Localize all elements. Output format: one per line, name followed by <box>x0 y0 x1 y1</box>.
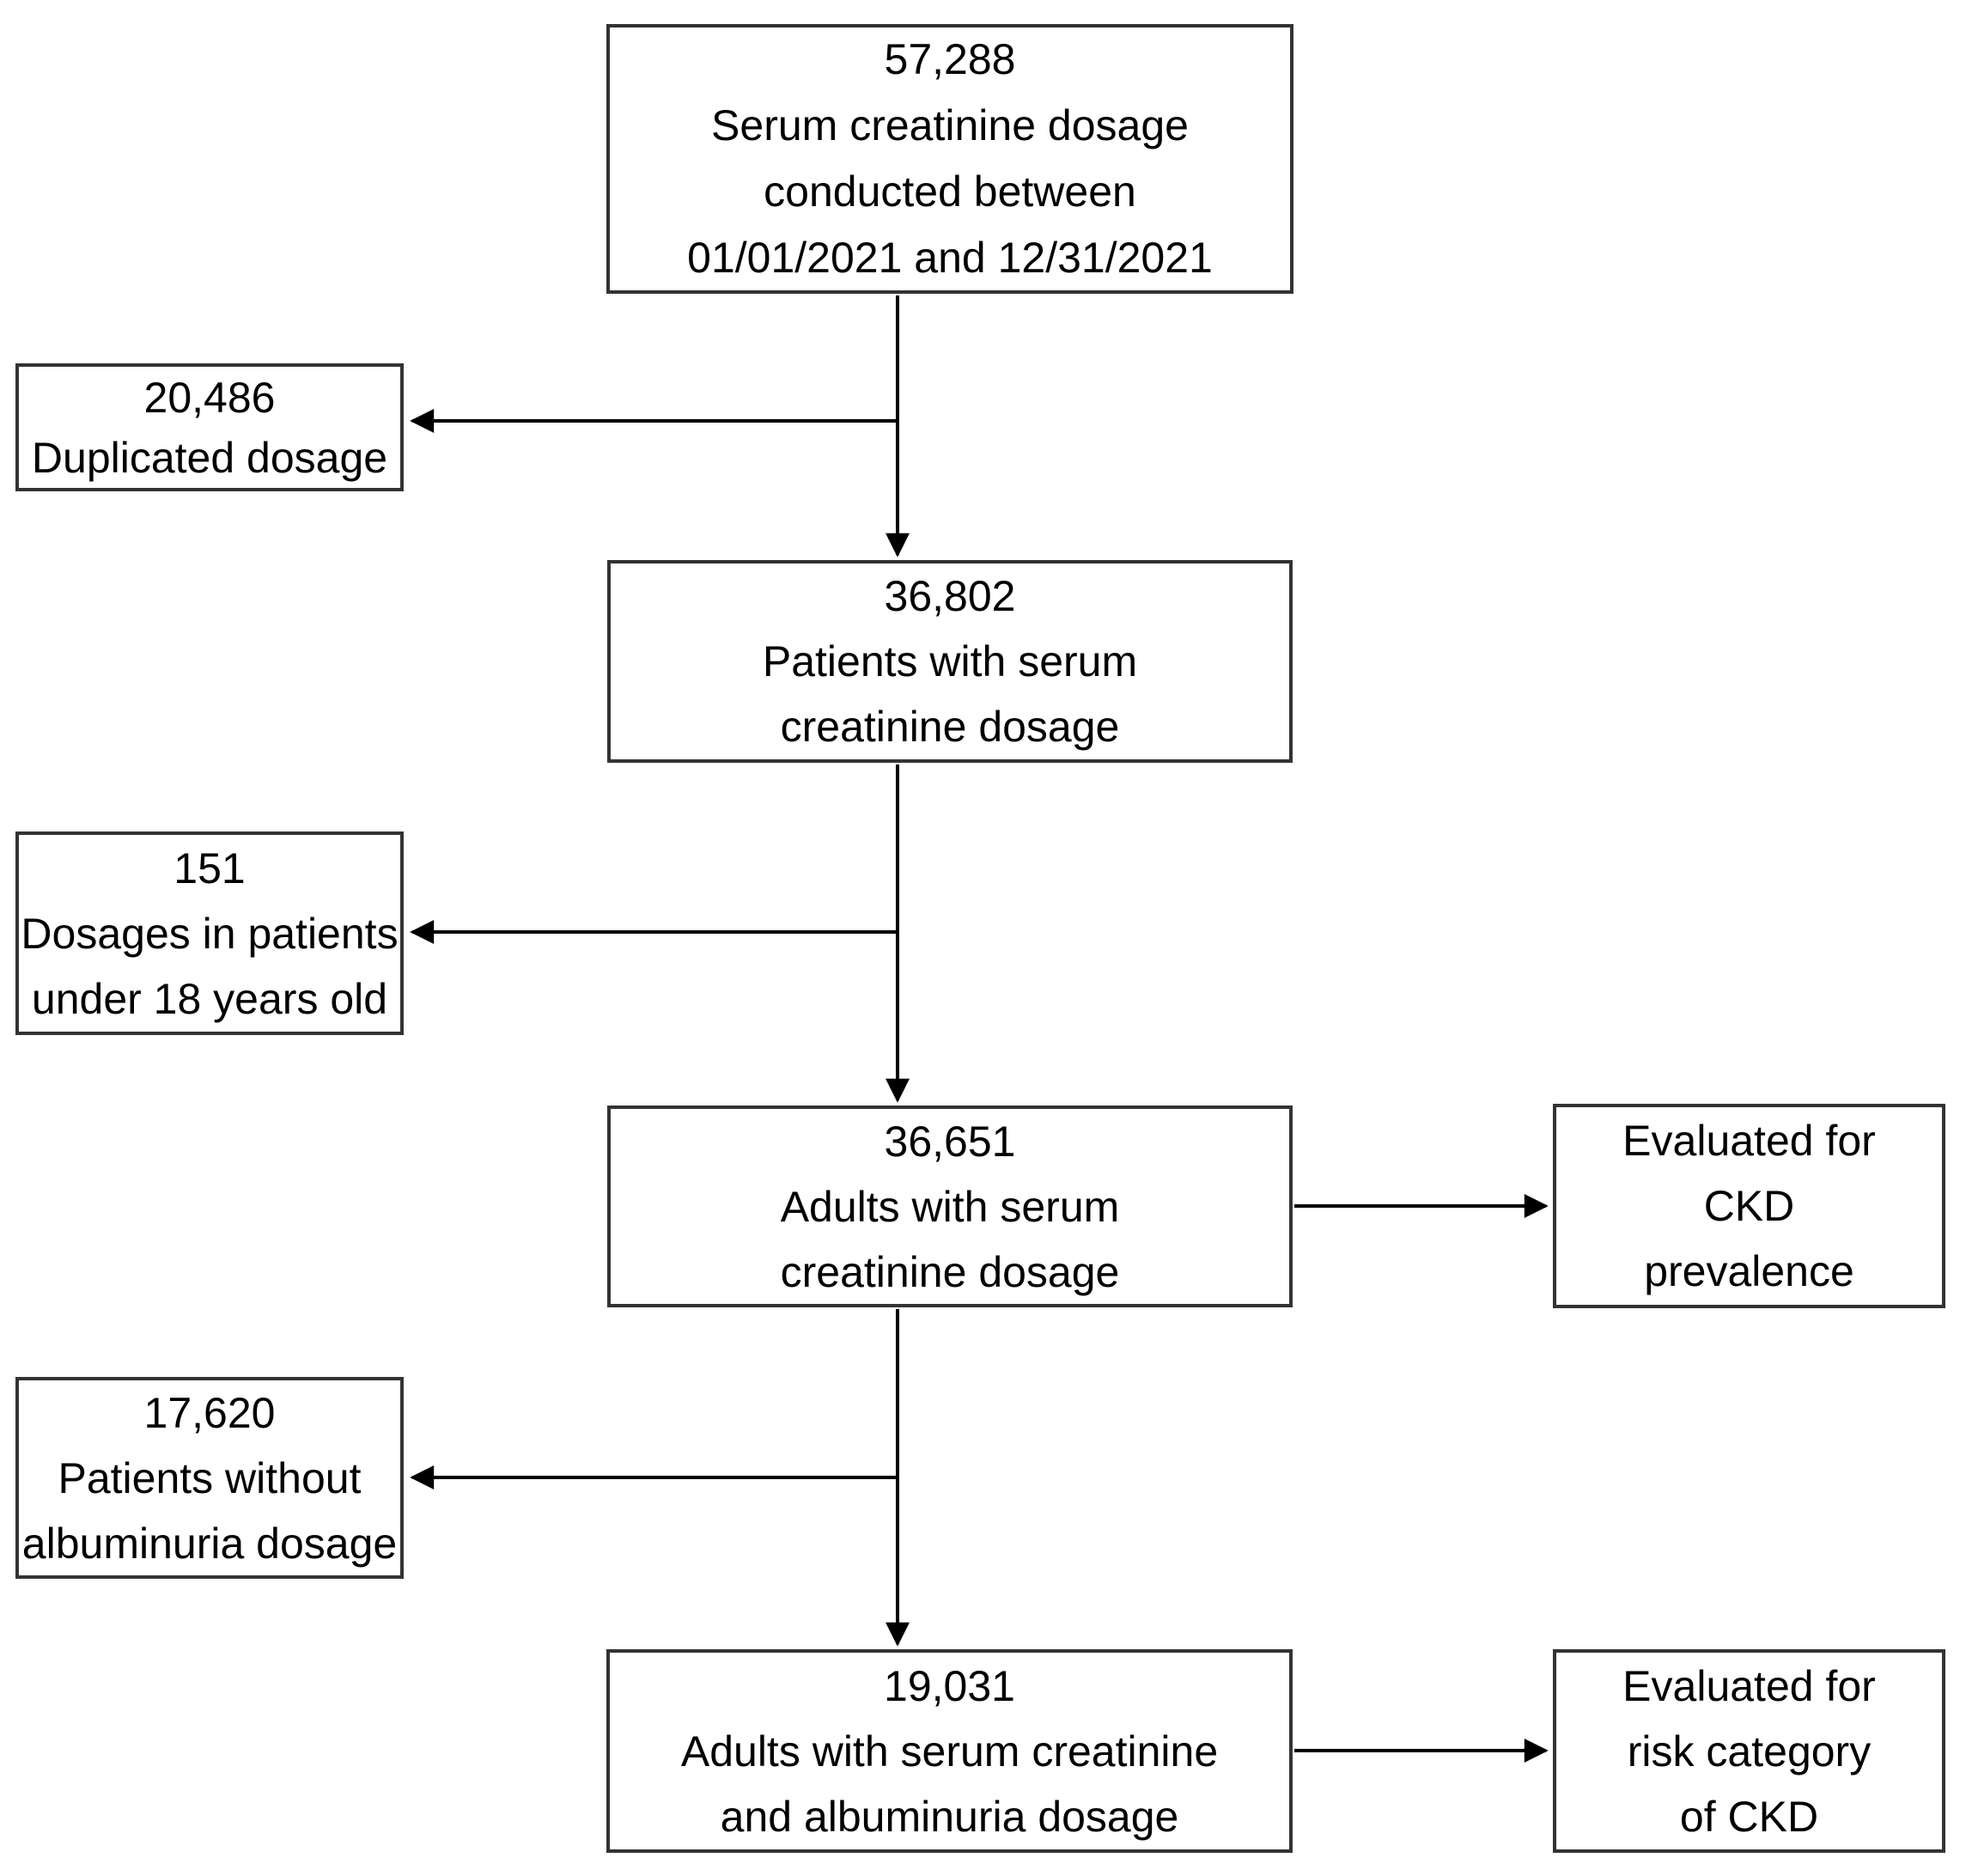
box-count: 57,288 <box>884 35 1016 83</box>
box-line: Evaluated for <box>1622 1661 1876 1710</box>
flow-box-excluded-under-18: 151 Dosages in patients under 18 years o… <box>15 831 404 1035</box>
box-line: Duplicated dosage <box>31 433 388 482</box>
box-line: Patients without <box>58 1453 362 1502</box>
box-count: 17,620 <box>143 1388 276 1437</box>
box-count: 19,031 <box>884 1661 1015 1710</box>
box-line: Patients with serum <box>762 637 1138 685</box>
flow-box-evaluated-ckd-prevalence: Evaluated for CKD prevalence <box>1553 1104 1945 1308</box>
flow-box-evaluated-risk-category: Evaluated for risk category of CKD <box>1553 1649 1945 1853</box>
flow-box-source: 57,288 Serum creatinine dosage conducted… <box>606 24 1293 294</box>
box-count: 36,802 <box>884 572 1016 620</box>
flow-box-adults-serum-creatinine: 36,651 Adults with serum creatinine dosa… <box>607 1106 1293 1307</box>
box-line: under 18 years old <box>31 974 388 1023</box>
box-line: and albuminuria dosage <box>720 1792 1179 1841</box>
flow-box-excluded-no-albuminuria: 17,620 Patients without albuminuria dosa… <box>15 1377 404 1579</box>
box-count: 20,486 <box>143 373 276 422</box>
box-line: Adults with serum <box>780 1182 1120 1231</box>
box-line: creatinine dosage <box>780 1247 1120 1296</box>
flow-box-adults-serum-and-albuminuria: 19,031 Adults with serum creatinine and … <box>606 1649 1293 1853</box>
box-line: prevalence <box>1644 1247 1854 1295</box>
box-line: conducted between <box>764 168 1136 216</box>
box-line: Adults with serum creatinine <box>680 1727 1219 1776</box>
box-line: of CKD <box>1679 1792 1819 1841</box>
box-line: Dosages in patients <box>21 909 399 958</box>
box-line: creatinine dosage <box>780 703 1120 751</box>
box-line: 01/01/2021 and 12/31/2021 <box>687 234 1213 282</box>
flow-box-patients-serum-creatinine: 36,802 Patients with serum creatinine do… <box>607 560 1293 763</box>
box-line: albuminuria dosage <box>21 1519 398 1568</box>
box-count: 151 <box>173 844 246 892</box>
box-line: risk category <box>1627 1727 1872 1776</box>
box-count: 36,651 <box>884 1117 1016 1166</box>
box-line: CKD <box>1703 1182 1795 1230</box>
box-line: Evaluated for <box>1622 1117 1876 1165</box>
flow-box-excluded-duplicated: 20,486 Duplicated dosage <box>15 363 404 491</box>
box-line: Serum creatinine dosage <box>711 101 1189 149</box>
